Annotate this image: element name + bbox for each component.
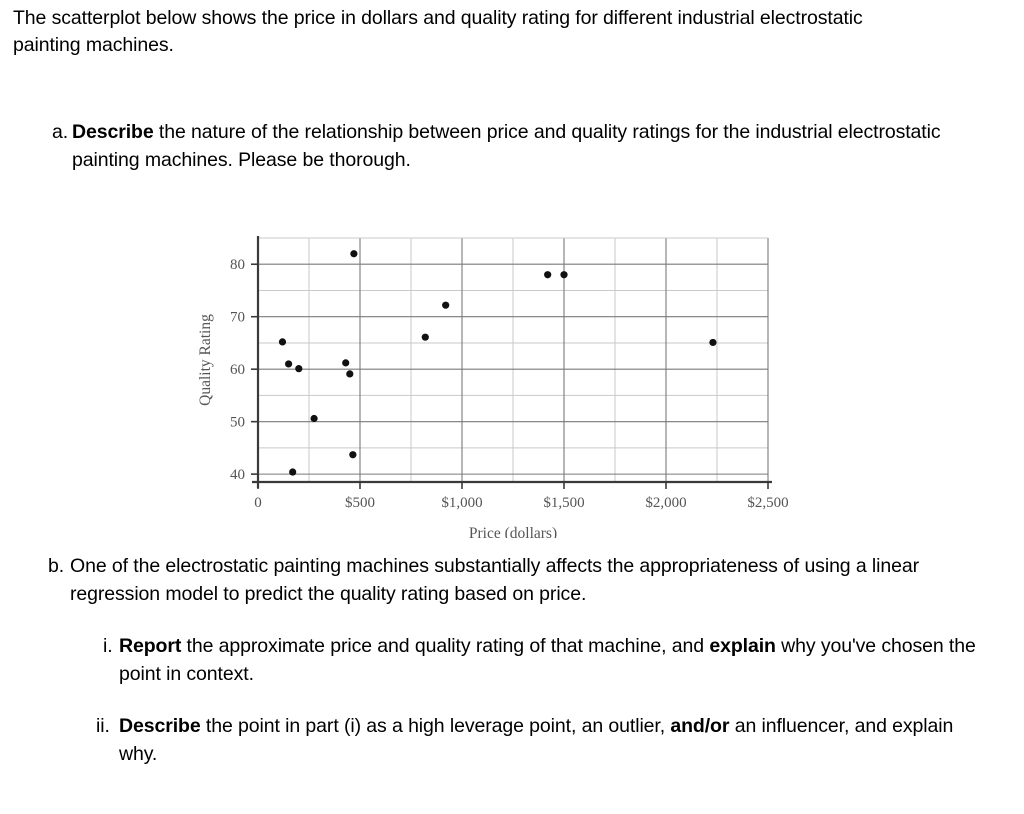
- axis-lines: [252, 236, 772, 488]
- part-a-text: the nature of the relationship between p…: [72, 121, 941, 171]
- data-point: [342, 359, 350, 367]
- x-tick-label: $1,500: [543, 495, 584, 511]
- data-point: [421, 333, 429, 341]
- y-tick-label: 80: [230, 257, 245, 273]
- part-b-marker: b.: [48, 555, 65, 577]
- part-b-i-bold-lead: Report: [119, 635, 182, 657]
- question-part-b-i: i. Report the approximate price and qual…: [103, 632, 983, 688]
- part-a-bold-lead: Describe: [72, 121, 154, 143]
- y-axis-tick-labels: 40 50 60 70 80: [230, 257, 245, 483]
- minor-gridlines: [258, 238, 768, 482]
- data-point: [560, 271, 568, 279]
- major-gridlines: [257, 237, 769, 482]
- data-point: [709, 338, 717, 347]
- data-point: [442, 301, 450, 309]
- y-axis-title: Quality Rating: [197, 314, 214, 406]
- part-b-ii-marker: ii.: [96, 715, 110, 737]
- x-tick-label: $500: [345, 495, 375, 511]
- data-point: [295, 365, 303, 373]
- part-b-ii-text-end: an influencer, and explain why.: [119, 715, 954, 765]
- data-point: [310, 414, 318, 423]
- intro-paragraph: The scatterplot below shows the price in…: [13, 5, 913, 59]
- question-part-b: b. One of the electrostatic painting mac…: [48, 552, 978, 608]
- x-tick-label: $2,500: [747, 495, 788, 511]
- part-b-ii-bold-lead: Describe: [119, 715, 201, 737]
- x-axis-tick-labels: 0 $500 $1,000 $1,500 $2,000 $2,500: [254, 495, 788, 511]
- part-b-i-body: Report the approximate price and quality…: [103, 632, 983, 688]
- data-point: [346, 370, 354, 378]
- part-b-i-bold-mid: explain: [709, 635, 776, 657]
- question-part-a: a. Describe the nature of the relationsh…: [52, 118, 972, 174]
- y-tick-label: 40: [230, 467, 245, 483]
- data-point: [278, 338, 287, 346]
- part-b-ii-bold-mid: and/or: [670, 715, 730, 737]
- data-points-layer: [278, 250, 717, 476]
- part-b-i-marker: i.: [103, 635, 113, 657]
- x-tick-label: $2,000: [645, 495, 686, 511]
- question-part-b-ii: ii. Describe the point in part (i) as a …: [96, 712, 976, 768]
- part-a-body: Describe the nature of the relationship …: [52, 118, 972, 174]
- scatterplot-figure: 0 $500 $1,000 $1,500 $2,000 $2,500 40 50 60 70 80…: [180, 228, 820, 538]
- data-point: [289, 468, 297, 476]
- data-point: [544, 271, 552, 279]
- axis-tick-marks: [251, 263, 769, 489]
- x-tick-label: 0: [254, 495, 262, 511]
- data-point: [349, 451, 357, 459]
- data-point: [285, 360, 293, 368]
- part-b-i-text-mid: the approximate price and quality rating…: [181, 635, 710, 657]
- x-tick-label: $1,000: [441, 495, 482, 511]
- y-tick-label: 50: [230, 415, 245, 431]
- part-b-i-text-end: why you've chosen the point in context.: [119, 635, 976, 685]
- data-point: [350, 250, 358, 258]
- y-tick-label: 60: [230, 362, 245, 378]
- part-a-marker: a.: [52, 121, 69, 143]
- y-tick-label: 70: [230, 310, 245, 326]
- part-b-ii-body: Describe the point in part (i) as a high…: [96, 712, 976, 768]
- intro-text: The scatterplot below shows the price in…: [13, 7, 863, 56]
- part-b-ii-text-mid: the point in part (i) as a high leverage…: [200, 715, 671, 737]
- part-b-body: One of the electrostatic painting machin…: [70, 555, 920, 605]
- scatterplot-svg: 0 $500 $1,000 $1,500 $2,000 $2,500 40 50 60 70 80…: [197, 236, 789, 538]
- x-axis-title: Price (dollars): [469, 525, 557, 538]
